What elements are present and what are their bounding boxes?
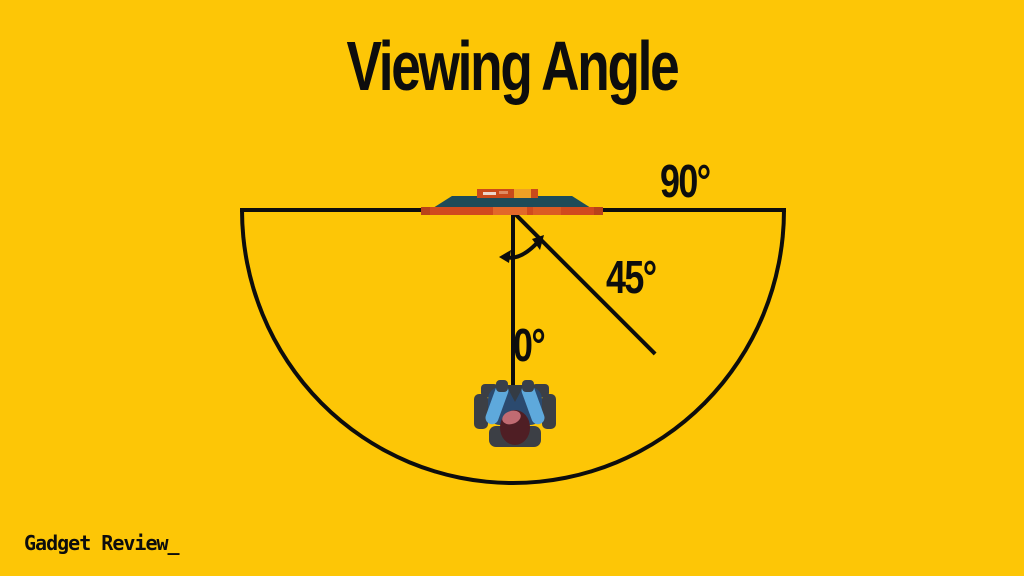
tv-soundbar-icon	[477, 189, 538, 198]
chair-armrest-right	[542, 394, 556, 429]
page-title: Viewing Angle	[346, 27, 679, 105]
zero-degree-line	[511, 210, 515, 400]
tv-screen-top-view-icon	[433, 196, 591, 208]
label-45-degrees: 45°	[606, 251, 657, 303]
tv-base-icon	[421, 207, 603, 215]
person-hand-left	[496, 380, 508, 392]
tv-soundbar-dash	[483, 192, 496, 195]
tv-base-endcap-right	[594, 207, 603, 215]
person-hand-right	[522, 380, 534, 392]
tv-soundbar-accent	[514, 189, 531, 198]
chair-armrest-left	[474, 394, 488, 429]
tv-base-highlight	[493, 207, 527, 215]
tv-base-highlight	[533, 207, 561, 215]
angle-arc-arrow-icon	[499, 235, 544, 263]
label-90-degrees: 90°	[660, 155, 711, 207]
viewer-person-icon	[474, 380, 556, 449]
label-0-degrees: 0°	[513, 319, 546, 371]
brand-logo: Gadget Review_	[24, 531, 180, 555]
tv-soundbar-dash	[499, 191, 508, 194]
tv-base-endcap-left	[421, 207, 430, 215]
